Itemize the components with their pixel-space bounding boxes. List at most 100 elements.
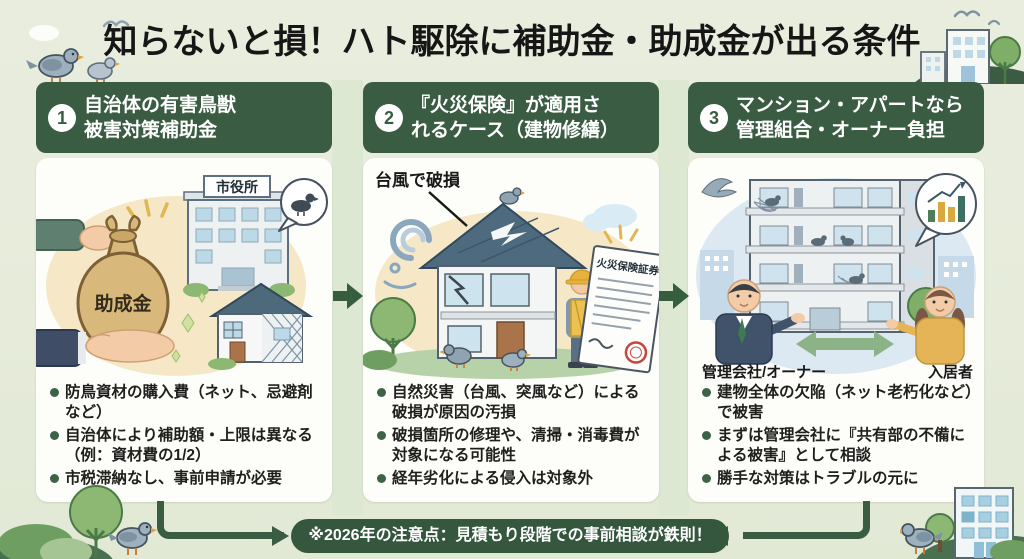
bullet-text: まずは管理会社に『共有部の不備による被害』として相談 — [717, 427, 966, 464]
building-icon — [920, 51, 946, 84]
chart-bubble-icon — [915, 173, 977, 248]
bullet-dot — [702, 473, 711, 483]
connector-left — [157, 501, 284, 539]
pigeon-icon — [108, 522, 157, 555]
flow-arrow-right-icon — [659, 283, 689, 309]
damage-label: 台風で破損 — [375, 170, 461, 190]
pigeon-icon — [439, 344, 472, 369]
insurance-document-icon: 火災保険証券 — [577, 245, 659, 374]
bullet-text: 経年劣化による侵入は対象外 — [392, 469, 594, 487]
pigeon-icon — [900, 523, 943, 554]
bullet-text: 建物全体の欠陥（ネット老朽化など）で被害 — [717, 384, 973, 422]
bullet-text: 自治体により補助額・上限は異なる（例：資材費の1/2） — [65, 427, 313, 464]
bullet-item: 市税滞納なし、事前申請が必要 — [50, 469, 324, 489]
bottomleft-decor — [0, 485, 157, 559]
panel-3-card: 管理会社/オーナー 入居者 建物全体の欠陥（ネット老朽化など）で被害 まずは管理… — [688, 158, 984, 503]
bullet-item: 建物全体の欠陥（ネット老朽化など）で被害 — [702, 383, 976, 423]
panel-3-title-line2: 管理組合・オーナー負担 — [736, 119, 946, 141]
lower-hand — [85, 329, 175, 364]
apartment-building-icon — [745, 179, 935, 334]
damage-label-group: 台風で破損 — [375, 170, 468, 228]
topleft-decor — [26, 20, 130, 84]
sparkle-icon — [171, 291, 206, 364]
bullet-dot — [702, 431, 711, 441]
bullet-text: 破損箇所の修理や、清掃・消毒費が対象になる可能性 — [392, 427, 640, 464]
flow-arrow-right-icon — [333, 283, 363, 309]
money-bag-label: 助成金 — [94, 292, 152, 315]
lower-sleeve — [36, 329, 83, 368]
flying-pigeon-icon — [701, 178, 738, 198]
panel-apartment: 3 マンション・アパートなら 管理組合・オーナー負担 — [688, 82, 984, 503]
building-icon — [954, 487, 1014, 559]
resident-icon — [886, 286, 965, 366]
bullet-item: 勝手な対策はトラブルの元に — [702, 469, 976, 489]
city-hall-label: 市役所 — [216, 179, 258, 195]
panel-1-title-line2: 被害対策補助金 — [84, 119, 218, 141]
connector-right — [743, 501, 870, 539]
panel-3-header: 3 マンション・アパートなら 管理組合・オーナー負担 — [688, 82, 984, 154]
bullet-item: 防鳥資材の購入費（ネット、忌避剤など） — [50, 383, 324, 423]
tree-icon — [69, 485, 123, 558]
panel-3-bullet-list: 建物全体の欠陥（ネット老朽化など）で被害 まずは管理会社に『共有部の不備による被… — [688, 383, 984, 488]
panel-3-title-line1: マンション・アパートなら — [736, 95, 964, 116]
bullet-text: 勝手な対策はトラブルの元に — [717, 469, 919, 487]
flying-bird-icon — [953, 10, 981, 18]
footer-note-pill: ※2026年の注意点：見積もり段階での事前相談が鉄則！ — [291, 519, 729, 553]
flying-bird-icon — [102, 20, 130, 28]
bullet-dot — [377, 473, 386, 483]
tree-icon — [989, 36, 1021, 84]
open-doors — [794, 188, 803, 284]
panel-1-card: 市役所 — [36, 158, 332, 503]
cloud-icon — [583, 204, 637, 232]
skyline-windows — [705, 256, 967, 278]
panel-2-title-line2: れるケース（建物修繕） — [411, 119, 620, 141]
panel-subsidy: 1 自治体の有害鳥獣 被害対策補助金 市役所 — [36, 82, 332, 503]
building-icon — [946, 29, 990, 84]
pigeon-silhouette — [765, 195, 865, 285]
bullet-text: 防鳥資材の購入費（ネット、忌避剤など） — [65, 384, 313, 422]
motion-marks — [603, 224, 639, 244]
bullet-item: 自治体により補助額・上限は異なる（例：資材費の1/2） — [50, 426, 324, 466]
panel-2-card: 火災保険証券 — [363, 158, 659, 503]
panel-1-title-line1: 自治体の有害鳥獣 — [84, 95, 237, 116]
pigeon-icon — [501, 349, 531, 372]
page-title: 知らないと損！ハト駆除に補助金・助成金が出る条件 — [103, 23, 921, 61]
bullet-dot — [377, 388, 386, 398]
bullet-dot — [50, 388, 59, 398]
panel-3-illustration: 管理会社/オーナー 入居者 — [696, 173, 977, 380]
panel-1-number-badge: 1 — [48, 104, 76, 132]
bullet-dot — [702, 388, 711, 398]
manager-icon — [715, 279, 805, 366]
panel-2-bullet-list: 自然災害（台風、突風など）による破損が原因の汚損 破損箇所の修理や、清掃・消毒費… — [363, 383, 659, 488]
bullet-item: 自然災害（台風、突風など）による破損が原因の汚損 — [377, 383, 651, 423]
netted-house-icon — [208, 283, 314, 371]
upper-sleeve — [36, 219, 85, 252]
bush-icon — [990, 540, 1024, 559]
bullet-item: まずは管理会社に『共有部の不備による被害』として相談 — [702, 426, 976, 466]
bullet-dot — [50, 431, 59, 441]
cuff — [78, 332, 86, 365]
bottomright-decor — [900, 487, 1024, 559]
panel-2-title-line1: 『火災保険』が適用さ — [411, 95, 602, 116]
panel-1-illustration: 市役所 — [36, 175, 328, 377]
pigeon-bubble-icon — [278, 178, 328, 233]
bullet-dot — [377, 431, 386, 441]
typhoon-icon — [383, 219, 432, 290]
tree-icon — [363, 297, 416, 371]
money-bag-icon: 助成金 — [36, 215, 175, 368]
panel-1-bullet-list: 防鳥資材の購入費（ネット、忌避剤など） 自治体により補助額・上限は異なる（例：資… — [36, 383, 332, 488]
city-hall-icon: 市役所 — [183, 175, 295, 298]
panel-2-illustration: 火災保険証券 — [363, 170, 659, 380]
bullet-dot — [50, 473, 59, 483]
cloud-icon — [29, 25, 59, 41]
bush-icon — [40, 538, 92, 559]
panel-insurance: 2 『火災保険』が適用さ れるケース（建物修繕） — [363, 82, 659, 503]
bullet-text: 市税滞納なし、事前申請が必要 — [65, 469, 283, 487]
panel-3-number-badge: 3 — [700, 104, 728, 132]
flying-bird-icon — [987, 19, 1001, 26]
pigeon-icon — [26, 48, 84, 83]
bullet-item: 破損箇所の修理や、清掃・消毒費が対象になる可能性 — [377, 426, 651, 466]
panel-2-number-badge: 2 — [375, 104, 403, 132]
manager-label: 管理会社/オーナー — [702, 363, 826, 380]
